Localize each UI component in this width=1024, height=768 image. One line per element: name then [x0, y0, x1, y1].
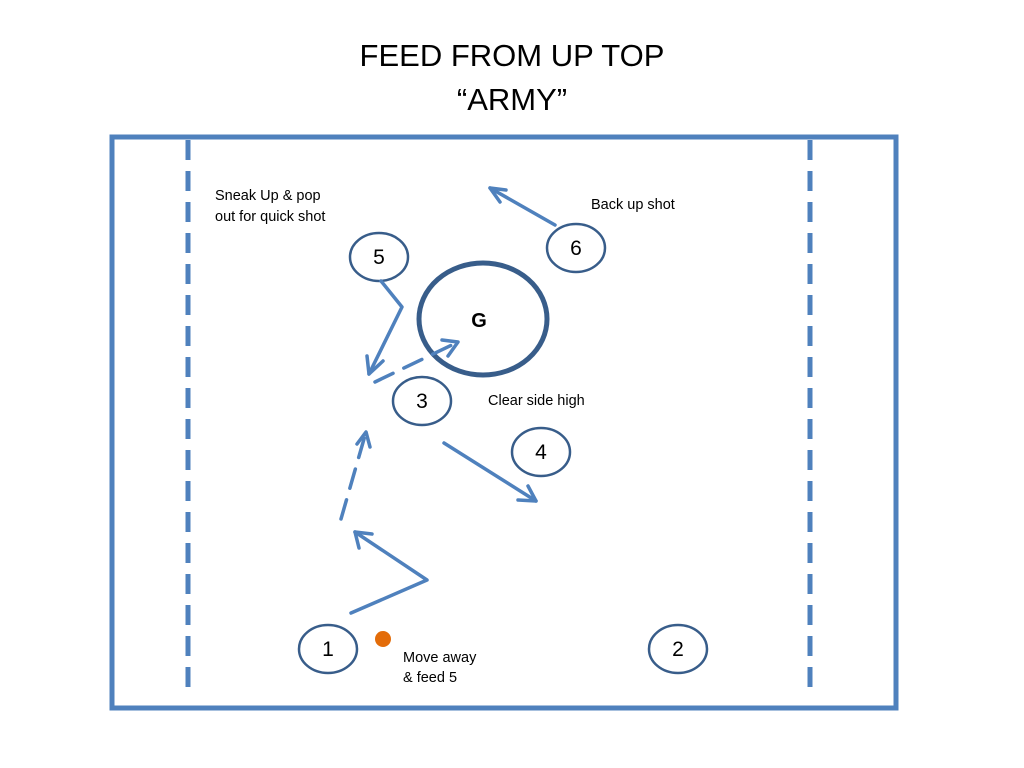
- ball-icon: [375, 631, 391, 647]
- back-up-shot-note: Back up shot: [591, 197, 675, 213]
- move-away-note-line-1: Move away: [403, 650, 477, 666]
- player-1-number: 1: [322, 638, 334, 661]
- feed-pass-arrow: [339, 430, 372, 521]
- player-3: 3: [391, 375, 453, 427]
- player-1-circle: [297, 623, 359, 675]
- sneak-note-line-1: Sneak Up & pop: [215, 188, 321, 204]
- shot-pass-arrow: [373, 338, 460, 384]
- player-4-clear-arrow: [442, 441, 538, 503]
- player-3-circle: [391, 375, 453, 427]
- player-6-move-arrow: [488, 186, 557, 227]
- player-1: 1: [297, 623, 359, 675]
- player-6-number: 6: [570, 237, 582, 260]
- player-5-number: 5: [373, 246, 385, 269]
- player-1-move-arrow: [349, 530, 429, 615]
- player-2: 2: [647, 623, 709, 675]
- player-4: 4: [510, 426, 572, 478]
- player-2-circle: [647, 623, 709, 675]
- goalie-circle: [416, 260, 550, 378]
- player-3-number: 3: [416, 390, 428, 413]
- court-boundary: [109, 134, 899, 711]
- player-4-number: 4: [535, 441, 547, 464]
- play-title: FEED FROM UP TOP: [359, 38, 665, 73]
- player-6-circle: [545, 222, 607, 274]
- sneak-note-line-2: out for quick shot: [215, 209, 325, 225]
- player-4-circle: [510, 426, 572, 478]
- player-5-cut-arrow: [365, 279, 404, 376]
- player-2-number: 2: [672, 638, 684, 661]
- move-away-note-line-2: & feed 5: [403, 670, 457, 686]
- goalie-label: G: [471, 310, 487, 332]
- player-5: 5: [348, 231, 410, 283]
- play-subtitle: “ARMY”: [456, 82, 568, 117]
- player-5-circle: [348, 231, 410, 283]
- player-6: 6: [545, 222, 607, 274]
- clear-side-high-note: Clear side high: [488, 393, 585, 409]
